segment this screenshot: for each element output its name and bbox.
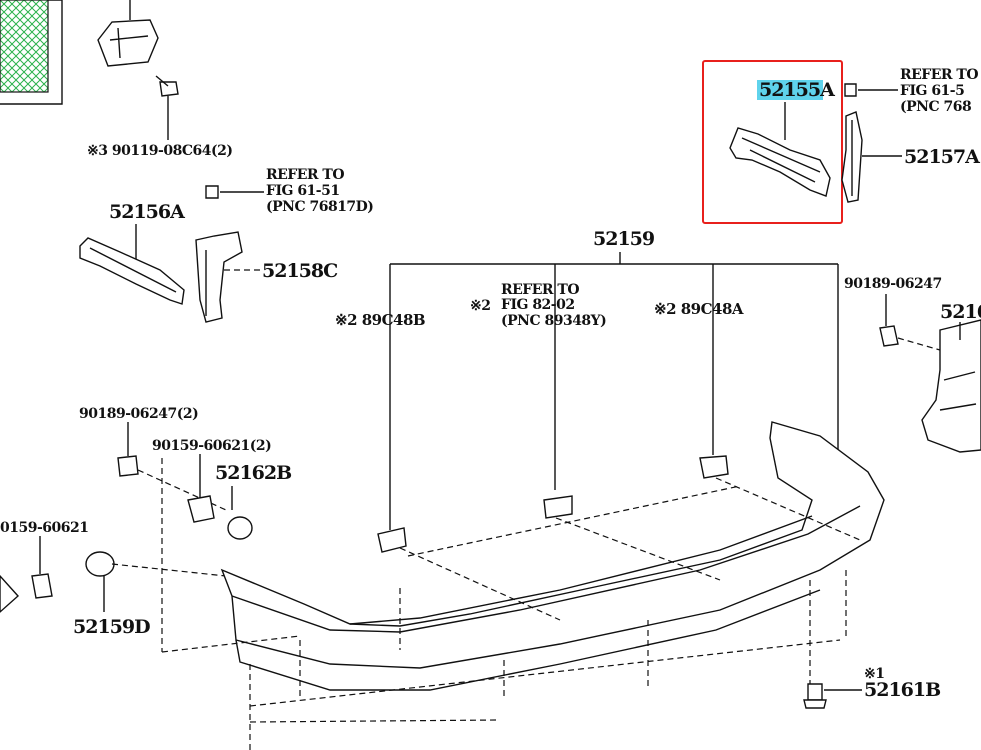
part-52157A-bracket[interactable] — [841, 111, 902, 203]
label-52155A[interactable]: 52155A — [759, 79, 836, 101]
bolt-90189-06247-right[interactable] — [879, 294, 941, 351]
part-52159D-cushion[interactable] — [85, 551, 227, 612]
label-52156A[interactable]: 52156A — [109, 201, 186, 223]
clip-89348Y[interactable] — [543, 495, 573, 519]
rear-bumper-cover[interactable] — [220, 421, 885, 691]
label-52159D[interactable]: 52159D — [73, 616, 151, 638]
ref-mid-line3[interactable]: (PNC 76817D) — [266, 199, 374, 215]
ref-center-line1[interactable]: REFER TO — [501, 282, 580, 298]
inset-figure — [0, 0, 63, 105]
label-89C48B[interactable]: ※2 89C48B — [335, 311, 426, 329]
bolt-90159-60621-mid[interactable] — [187, 454, 215, 523]
ref-top-right-line1[interactable]: REFER TO — [900, 67, 979, 83]
bolt-0159-60621-left[interactable] — [0, 536, 53, 613]
label-52157A[interactable]: 52157A — [904, 146, 981, 168]
ref-center-marker: ※2 — [470, 298, 490, 314]
highlight-box — [702, 60, 843, 224]
part-5216-bracket-right[interactable] — [921, 319, 981, 453]
label-52161B[interactable]: 52161B — [864, 679, 942, 701]
ref-top-right-line2[interactable]: FIG 61-5 — [900, 83, 965, 99]
bolt-90119-08C64[interactable] — [155, 75, 179, 140]
tree-52159 — [389, 252, 839, 530]
label-90119[interactable]: ※3 90119-08C64(2) — [87, 143, 233, 159]
bolt-52161B[interactable] — [803, 683, 862, 709]
clip-89C48B[interactable] — [377, 527, 407, 553]
ref-mid-line2[interactable]: FIG 61-51 — [266, 183, 340, 199]
label-52161B-mark: ※1 — [864, 666, 884, 682]
label-90189-06247-2[interactable]: 90189-06247(2) — [79, 406, 199, 422]
label-90159-60621-2[interactable]: 90159-60621(2) — [152, 438, 272, 454]
bumper-dashed-leaders — [161, 458, 861, 750]
top-left-bracket-part[interactable] — [97, 0, 159, 67]
label-0159-60621[interactable]: 0159-60621 — [0, 520, 89, 536]
part-52155A-retainer[interactable] — [729, 102, 831, 197]
label-89C48A[interactable]: ※2 89C48A — [654, 300, 744, 318]
part-52162B-cap[interactable] — [227, 486, 253, 540]
label-52162B[interactable]: 52162B — [215, 462, 293, 484]
clip-ref-top-right[interactable] — [844, 83, 898, 97]
clip-89C48A[interactable] — [699, 455, 729, 479]
highlight-background — [757, 80, 823, 100]
part-52156A-retainer[interactable] — [79, 224, 185, 305]
clip-ref-mid[interactable] — [205, 185, 264, 199]
label-52158C[interactable]: 52158C — [262, 260, 339, 282]
part-52158C-bracket[interactable] — [195, 231, 260, 323]
label-5216[interactable]: 5216 — [940, 301, 981, 323]
label-90189-06247[interactable]: 90189-06247 — [844, 276, 942, 292]
ref-mid-line1[interactable]: REFER TO — [266, 167, 345, 183]
ref-center-line3[interactable]: (PNC 89348Y) — [501, 313, 607, 329]
ref-center-line2[interactable]: FIG 82-02 — [501, 297, 575, 313]
label-52159[interactable]: 52159 — [593, 228, 656, 250]
ref-top-right-line3[interactable]: (PNC 768 — [900, 99, 972, 115]
